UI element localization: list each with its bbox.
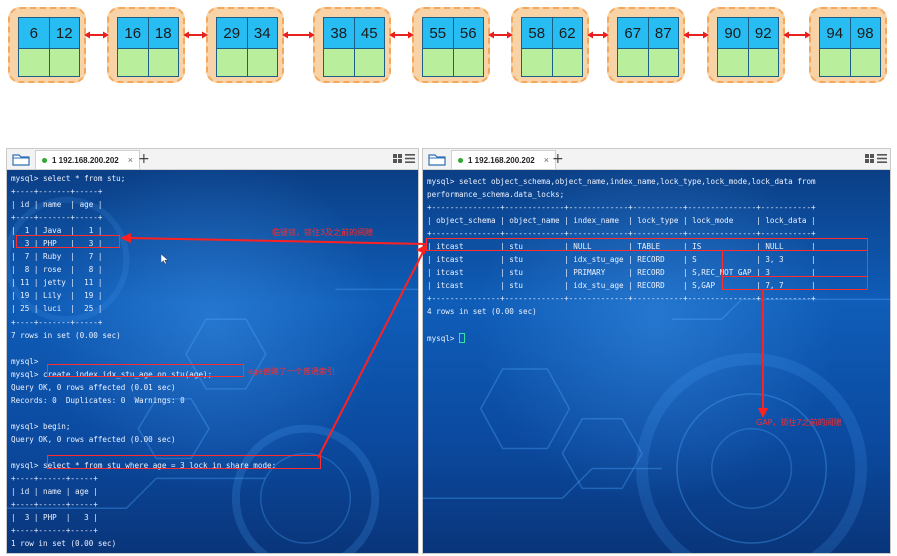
index-note: age创建了一个普通索引 — [248, 367, 335, 376]
node-pointer — [453, 49, 484, 77]
node-key: 92 — [748, 17, 779, 49]
node-pointer — [117, 49, 149, 77]
folder-icon[interactable] — [428, 152, 446, 166]
menu-icon[interactable] — [877, 154, 887, 163]
connected-status-icon — [458, 157, 463, 163]
node-link-arrow — [282, 31, 315, 39]
terminal-cursor — [459, 332, 466, 343]
terminal-output: mysql> select object_schema,object_name,… — [427, 177, 816, 343]
terminal-screen[interactable]: mysql> select object_schema,object_name,… — [423, 170, 890, 553]
tab-bar: 1 192.168.200.202 × + — [423, 149, 890, 170]
node-key: 67 — [617, 17, 649, 49]
node-pointer — [748, 49, 779, 77]
grid-view-icon[interactable] — [393, 154, 402, 163]
node-link-arrow — [84, 31, 109, 39]
node-pointer — [648, 49, 679, 77]
node-pointer — [850, 49, 881, 77]
node-key: 16 — [117, 17, 149, 49]
node-key: 90 — [717, 17, 749, 49]
session-tab-label: 1 192.168.200.202 — [468, 155, 535, 165]
node-pointer — [18, 49, 50, 77]
terminal-screen[interactable]: mysql> select * from stu; +----+-------+… — [7, 170, 418, 553]
session-tab-label: 1 192.168.200.202 — [52, 155, 119, 165]
right-terminal-window: 1 192.168.200.202 × + mysql> select obje… — [422, 148, 891, 554]
menu-icon[interactable] — [405, 154, 415, 163]
node-pointer — [323, 49, 355, 77]
close-tab-icon[interactable]: × — [543, 155, 549, 165]
terminal-output: mysql> select * from stu; +----+-------+… — [11, 174, 277, 549]
node-key: 34 — [247, 17, 278, 49]
node-pointer — [148, 49, 179, 77]
node-pointer — [354, 49, 385, 77]
node-key: 62 — [552, 17, 583, 49]
node-key: 18 — [148, 17, 179, 49]
node-key: 45 — [354, 17, 385, 49]
new-tab-button[interactable]: + — [138, 151, 150, 167]
session-tab[interactable]: 1 192.168.200.202 × — [35, 150, 140, 169]
node-key: 56 — [453, 17, 484, 49]
folder-icon[interactable] — [12, 152, 30, 166]
node-link-arrow — [389, 31, 414, 39]
mouse-pointer-icon — [161, 254, 169, 264]
session-tab[interactable]: 1 192.168.200.202 × — [451, 150, 556, 169]
node-link-arrow — [783, 31, 811, 39]
gap-lock-note: GAP，锁住7之前的间隙 — [756, 418, 842, 427]
node-key: 94 — [819, 17, 851, 49]
node-pointer — [819, 49, 851, 77]
highlight-create-index — [47, 364, 244, 377]
node-link-arrow — [683, 31, 709, 39]
node-pointer — [49, 49, 80, 77]
node-pointer — [717, 49, 749, 77]
node-key: 55 — [422, 17, 454, 49]
grid-view-icon[interactable] — [865, 154, 874, 163]
next-key-lock-note: 临键锁，锁住3及之前的间隙 — [272, 228, 374, 237]
node-pointer — [247, 49, 278, 77]
node-key: 87 — [648, 17, 679, 49]
node-key: 6 — [18, 17, 50, 49]
node-key: 38 — [323, 17, 355, 49]
new-tab-button[interactable]: + — [552, 151, 564, 167]
node-pointer — [422, 49, 454, 77]
node-key: 98 — [850, 17, 881, 49]
node-pointer — [552, 49, 583, 77]
node-link-arrow — [183, 31, 208, 39]
tab-bar: 1 192.168.200.202 × + — [7, 149, 418, 170]
tech-background — [423, 298, 890, 553]
highlight-share-mode-query — [47, 455, 321, 469]
node-key: 29 — [216, 17, 248, 49]
node-pointer — [617, 49, 649, 77]
highlight-gap-lock-row — [722, 276, 868, 290]
node-pointer — [216, 49, 248, 77]
node-link-arrow — [587, 31, 609, 39]
node-pointer — [521, 49, 553, 77]
node-key: 58 — [521, 17, 553, 49]
left-terminal-window: 1 192.168.200.202 × + mysql> select * fr… — [6, 148, 419, 554]
highlight-row-php — [16, 235, 120, 248]
connected-status-icon — [42, 157, 47, 163]
close-tab-icon[interactable]: × — [127, 155, 133, 165]
node-link-arrow — [488, 31, 513, 39]
node-key: 12 — [49, 17, 80, 49]
